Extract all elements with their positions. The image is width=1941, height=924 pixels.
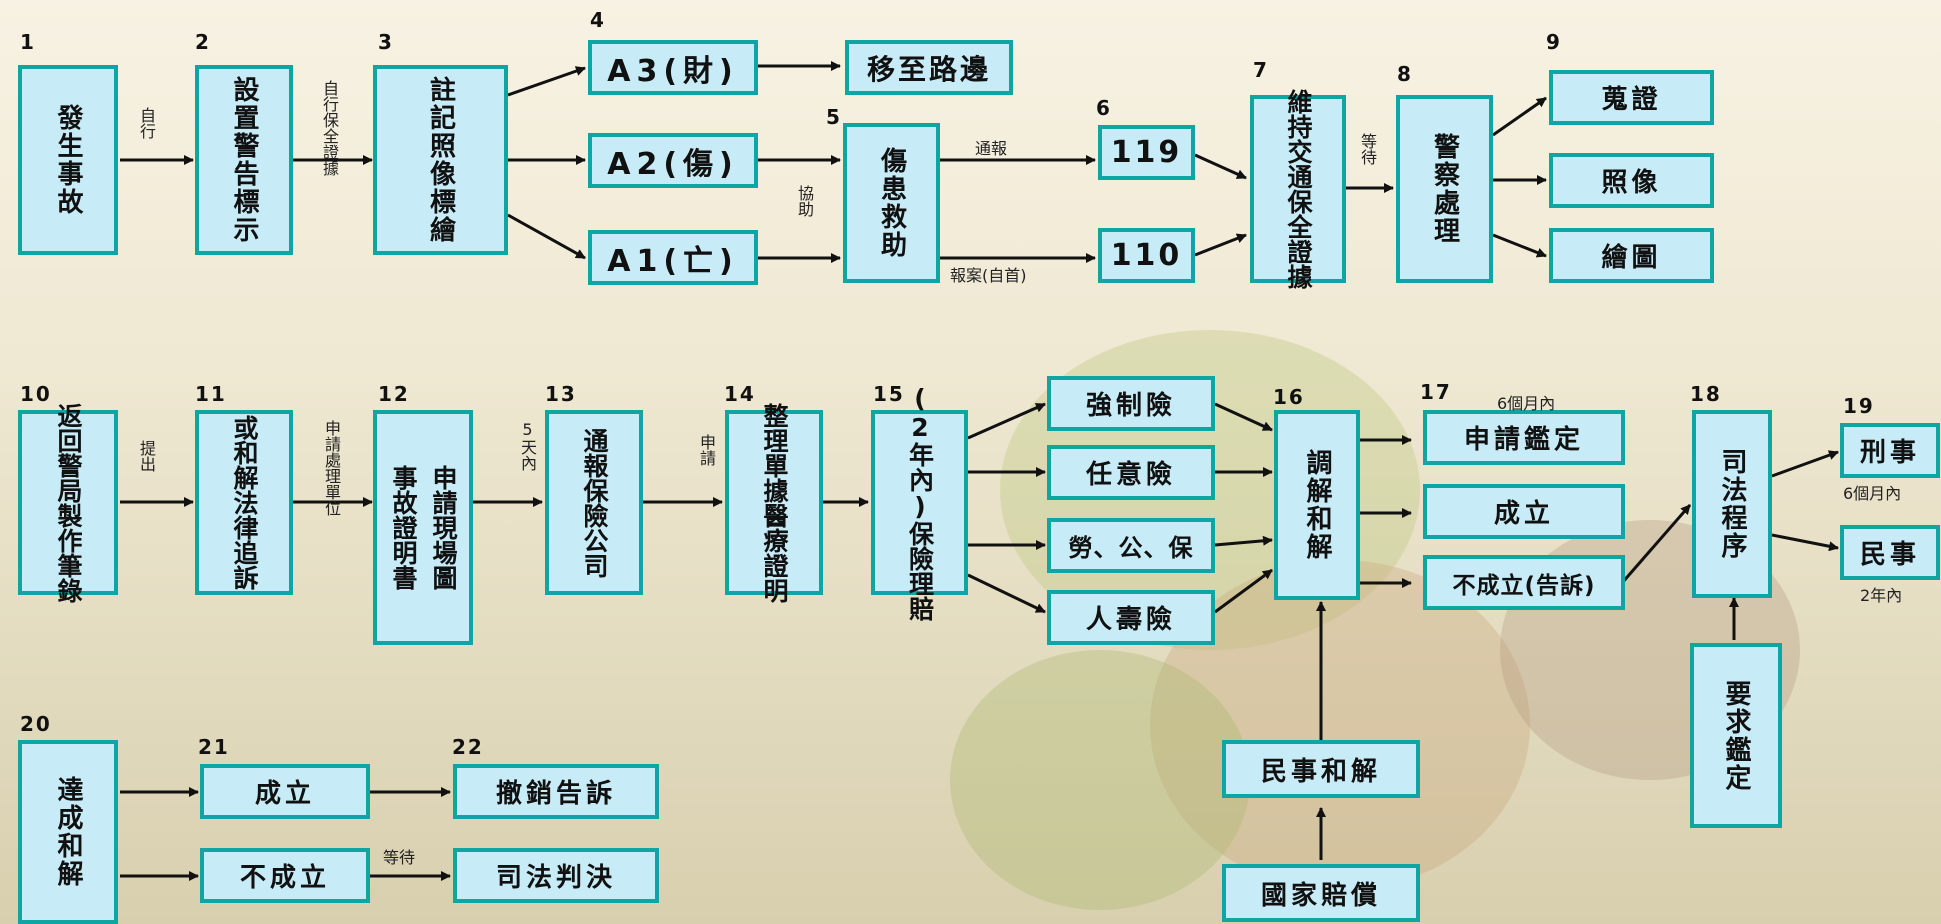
box-not-established: 不成立 bbox=[200, 848, 370, 903]
box-warning: 設置警告標示 bbox=[195, 65, 293, 255]
box-notify-insurer: 通報保險公司 bbox=[545, 410, 643, 595]
box-110: 110 bbox=[1098, 228, 1195, 283]
label-submit: 提出 bbox=[137, 440, 156, 472]
label-apply: 申請 bbox=[697, 434, 716, 466]
arrow bbox=[1214, 402, 1273, 432]
box-mark: 註記照像標繪 bbox=[373, 65, 508, 255]
step-number: 7 bbox=[1253, 58, 1269, 82]
box-reach-settlement: 達成和解 bbox=[18, 740, 118, 924]
box-photo: 照像 bbox=[1549, 153, 1714, 208]
step-number: 17 bbox=[1420, 380, 1452, 404]
step-number: 8 bbox=[1397, 62, 1413, 86]
box-withdraw-complaint: 撤銷告訴 bbox=[453, 764, 659, 819]
box-request-appraisal: 要求鑑定 bbox=[1690, 643, 1782, 828]
box-medical-receipts: 整理單據醫療證明 bbox=[725, 403, 823, 603]
arrow bbox=[1771, 450, 1839, 478]
box-evidence: 蒐證 bbox=[1549, 70, 1714, 125]
step-number: 10 bbox=[20, 382, 52, 406]
arrow bbox=[1620, 504, 1692, 584]
box-labor-insurance: 勞、公、保 bbox=[1047, 518, 1215, 573]
box-established-2: 成立 bbox=[200, 764, 370, 819]
step-number: 11 bbox=[195, 382, 227, 406]
box-119: 119 bbox=[1098, 125, 1195, 180]
label-five-days: 5天內 bbox=[518, 420, 537, 471]
step-number: 12 bbox=[378, 382, 410, 406]
box-apply-documents: 申請現場圖 事故證明書 bbox=[373, 410, 473, 645]
box-established: 成立 bbox=[1423, 484, 1625, 539]
label-six-months: 6個月內 bbox=[1497, 394, 1556, 413]
step-number: 3 bbox=[378, 30, 394, 54]
box-accident: 發生事故 bbox=[18, 65, 118, 255]
box-a3: A3(財) bbox=[588, 40, 758, 95]
arrow bbox=[507, 66, 586, 97]
label-wait-2: 等待 bbox=[383, 848, 416, 867]
label-notify: 通報 bbox=[975, 139, 1008, 158]
step-number: 13 bbox=[545, 382, 577, 406]
box-return-station: 返回警局製作筆錄 bbox=[18, 403, 118, 603]
label-apply-unit: 申請處理單位 bbox=[322, 420, 341, 516]
step-number: 2 bbox=[195, 30, 211, 54]
step-number: 9 bbox=[1546, 30, 1562, 54]
step-number: 1 bbox=[20, 30, 36, 54]
step-number: 6 bbox=[1096, 96, 1112, 120]
box-rescue: 傷患救助 bbox=[843, 123, 940, 283]
box-a2: A2(傷) bbox=[588, 133, 758, 188]
arrow bbox=[967, 573, 1046, 614]
box-judicial-procedure: 司法程序 bbox=[1692, 410, 1772, 598]
box-a1: A1(亡) bbox=[588, 230, 758, 285]
arrow bbox=[1492, 233, 1547, 258]
step-number: 19 bbox=[1843, 394, 1875, 418]
label-two-years: 2年內 bbox=[1860, 586, 1903, 605]
box-failed-sue: 不成立(告訴) bbox=[1423, 555, 1625, 610]
label-wait: 等待 bbox=[1358, 133, 1377, 165]
label-self-preserve: 自行保全證據 bbox=[320, 80, 339, 176]
step-number: 16 bbox=[1273, 385, 1305, 409]
arrow bbox=[1214, 568, 1273, 614]
step-number: 15 bbox=[873, 382, 905, 406]
box-criminal: 刑事 bbox=[1840, 423, 1940, 478]
box-drawing: 繪圖 bbox=[1549, 228, 1714, 283]
box-police: 警察處理 bbox=[1396, 95, 1493, 283]
label-report-self: 報案(自首) bbox=[950, 266, 1027, 285]
arrow bbox=[507, 213, 586, 260]
step-number: 18 bbox=[1690, 382, 1722, 406]
box-insurance-claim: (2年內)保險理賠 bbox=[871, 384, 968, 621]
arrow bbox=[967, 402, 1046, 440]
arrow bbox=[1214, 535, 1273, 547]
step-number: 22 bbox=[452, 735, 484, 759]
arrow bbox=[1194, 233, 1247, 257]
box-judicial-judgment: 司法判決 bbox=[453, 848, 659, 903]
step-number: 4 bbox=[590, 8, 606, 32]
step-number: 21 bbox=[198, 735, 230, 759]
step-number: 14 bbox=[724, 382, 756, 406]
box-move: 移至路邊 bbox=[845, 40, 1013, 95]
arrow bbox=[1492, 96, 1547, 137]
label-six-months-criminal: 6個月內 bbox=[1843, 484, 1902, 503]
label-assist: 協助 bbox=[795, 185, 814, 217]
arrow bbox=[1771, 533, 1839, 552]
step-number: 20 bbox=[20, 712, 52, 736]
step-number: 5 bbox=[826, 105, 842, 129]
box-civil-settlement: 民事和解 bbox=[1222, 740, 1420, 798]
box-keep-evidence: 維持交通保全證據 bbox=[1250, 89, 1346, 289]
box-civil: 民事 bbox=[1840, 525, 1940, 580]
box-settle-or-sue: 或和解法律追訴 bbox=[195, 410, 293, 595]
arrow bbox=[1194, 153, 1247, 180]
box-optional-insurance: 任意險 bbox=[1047, 445, 1215, 500]
box-apply-appraisal: 申請鑑定 bbox=[1423, 410, 1625, 465]
box-mediation: 調解和解 bbox=[1274, 410, 1360, 600]
box-compulsory-insurance: 強制險 bbox=[1047, 376, 1215, 431]
box-life-insurance: 人壽險 bbox=[1047, 590, 1215, 645]
box-state-compensation: 國家賠償 bbox=[1222, 864, 1420, 922]
label-self: 自行 bbox=[137, 107, 156, 139]
